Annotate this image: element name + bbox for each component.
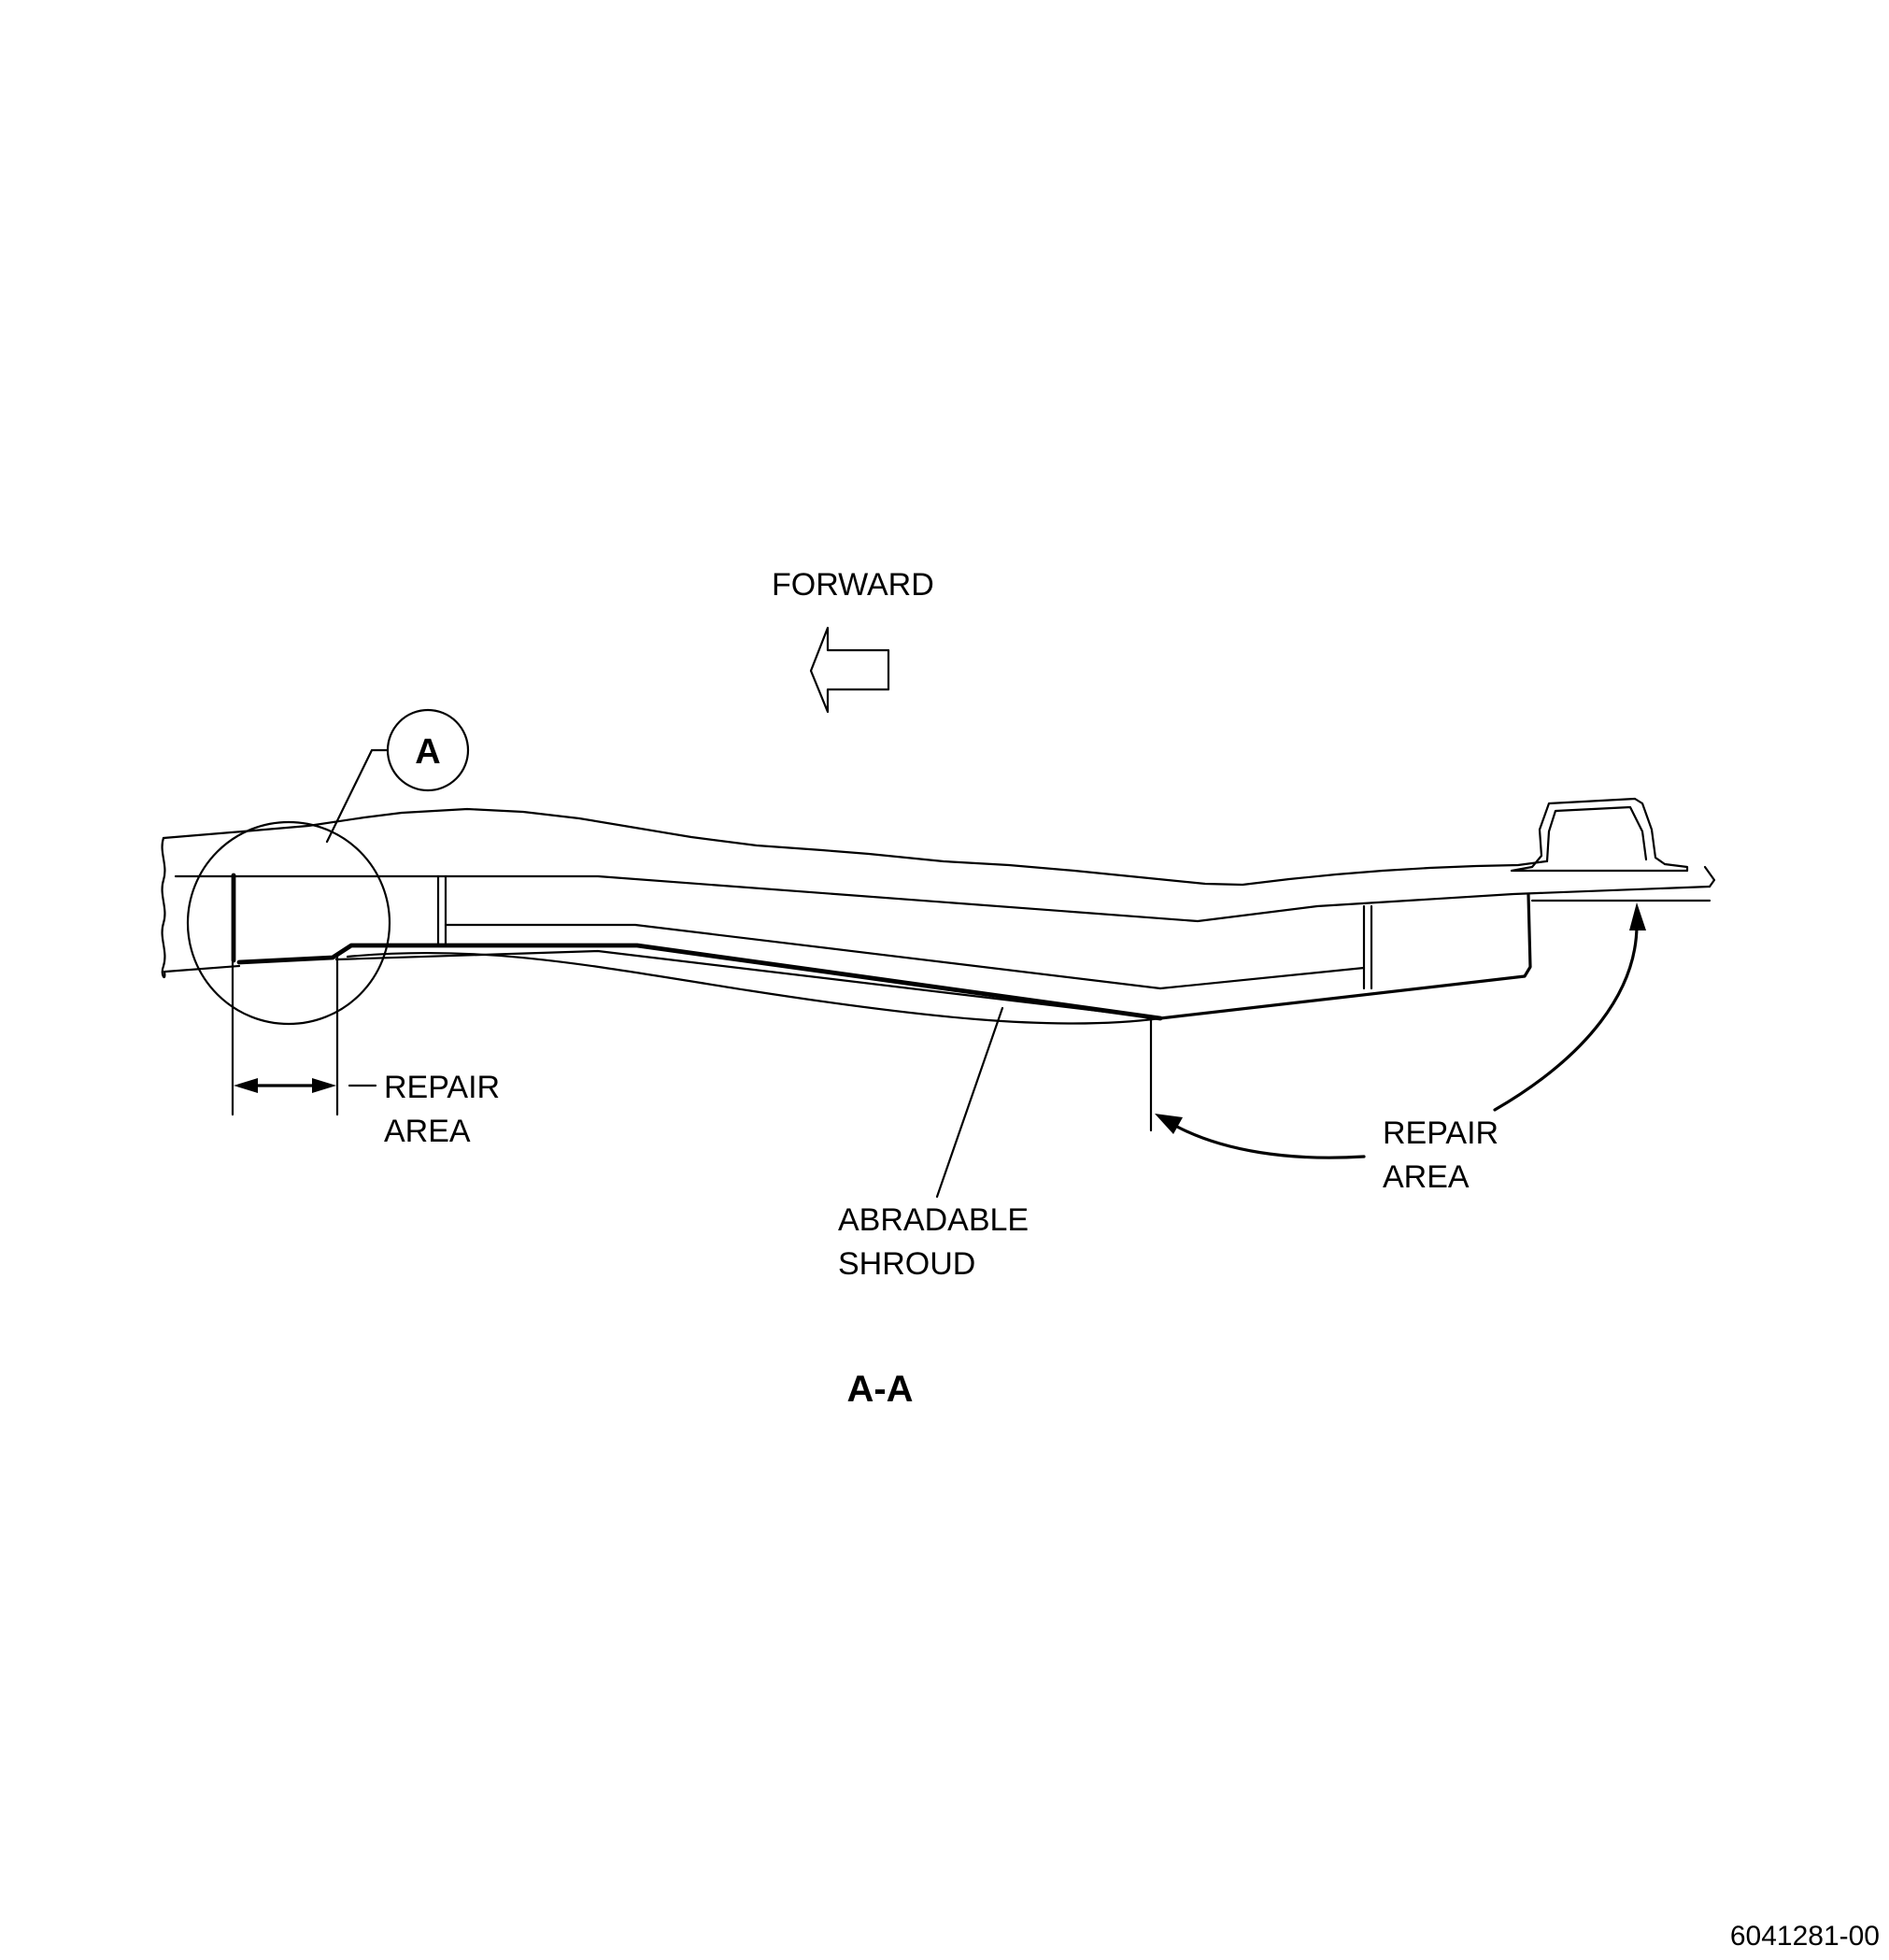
abradable-label-line1: ABRADABLE bbox=[838, 1202, 1029, 1238]
honeycomb-top-left bbox=[444, 923, 1162, 990]
forward-label: FORWARD bbox=[772, 567, 934, 603]
forward-arrow-icon bbox=[809, 626, 890, 714]
repair-area-left-line2: AREA bbox=[384, 1114, 471, 1149]
left-break-line bbox=[161, 836, 166, 979]
right-support-plate bbox=[1158, 893, 1532, 1020]
repair-right-arrow-right-icon bbox=[1629, 902, 1646, 930]
repair-left-arrow-right-icon bbox=[312, 1078, 336, 1093]
detail-a-circle bbox=[186, 820, 391, 1026]
repair-area-right-line1: REPAIR bbox=[1383, 1115, 1498, 1151]
repair-area-left-line1: REPAIR bbox=[384, 1070, 500, 1105]
repair-right-arrow-left-icon bbox=[1155, 1114, 1183, 1134]
repair-area-right-line2: AREA bbox=[1383, 1159, 1470, 1195]
case-outer-surface bbox=[174, 874, 1711, 923]
repair-right-leader-right bbox=[1493, 923, 1639, 1112]
detail-a-leader bbox=[325, 748, 390, 844]
figure-number: 6041281-00 bbox=[1730, 1921, 1880, 1952]
shroud-backing bbox=[236, 943, 1163, 1021]
section-title: A-A bbox=[846, 1369, 913, 1410]
abradable-label-line2: SHROUD bbox=[838, 1246, 975, 1282]
honeycomb-top-right bbox=[1158, 966, 1366, 990]
shroud-lower bbox=[334, 949, 1162, 1020]
repair-left-arrow-left-icon bbox=[234, 1078, 258, 1093]
rail-hook bbox=[1510, 797, 1689, 873]
case-right-edge bbox=[1703, 865, 1716, 888]
detail-a-label: A bbox=[415, 732, 440, 772]
leading-edge-base bbox=[163, 964, 241, 973]
repair-right-leader-left bbox=[1175, 1125, 1366, 1159]
rail-hook-inner bbox=[1545, 805, 1648, 863]
abradable-leader bbox=[935, 1006, 1004, 1199]
abradable-shroud-curve bbox=[346, 951, 1162, 1025]
case-break-line bbox=[162, 807, 1548, 887]
